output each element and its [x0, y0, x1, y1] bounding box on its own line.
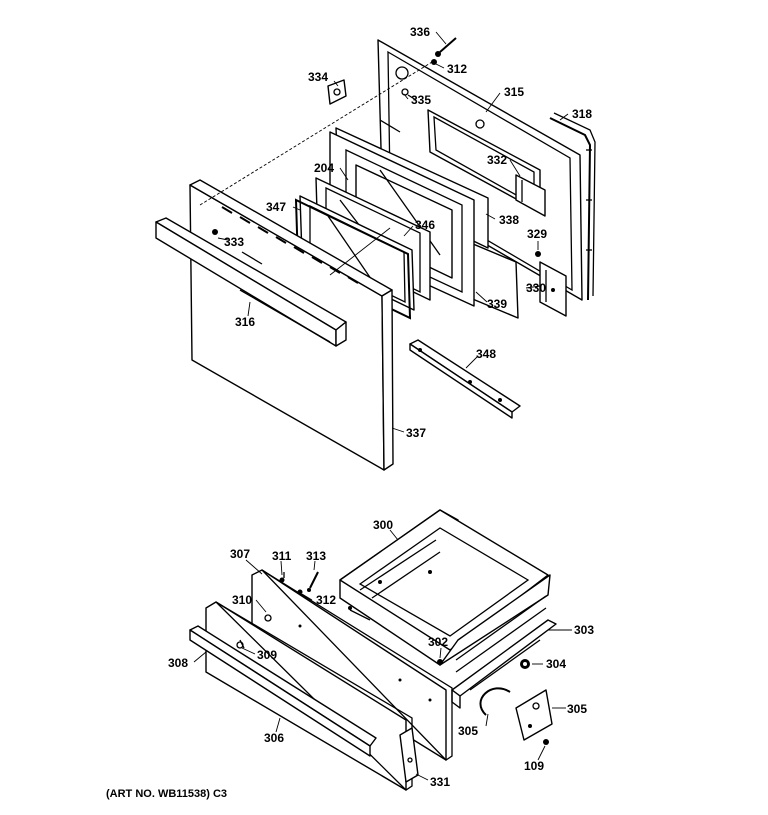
drawer-body	[339, 509, 551, 666]
callout-339: 339	[487, 297, 507, 311]
callout-332: 332	[487, 153, 507, 167]
assembly-guide-lines	[199, 61, 433, 276]
callout-312: 312	[447, 62, 467, 76]
door-inner-liner	[377, 39, 583, 301]
callout-348: 348	[476, 347, 496, 361]
callout-304: 304	[546, 657, 566, 671]
callout-315: 315	[504, 85, 524, 99]
drawer-front-inner	[251, 569, 453, 761]
screw-329-icon	[535, 251, 541, 257]
screw-311-icon	[279, 572, 285, 583]
callout-334: 334	[308, 70, 328, 84]
callout-330: 330	[526, 281, 546, 295]
door-gasket	[549, 112, 596, 301]
callout-307: 307	[230, 547, 250, 561]
hinge-support-bar	[409, 339, 521, 419]
art-number: (ART NO. WB11538) C3	[106, 788, 227, 800]
callout-331: 331	[430, 775, 450, 789]
callout-336: 336	[410, 25, 430, 39]
callout-303: 303	[574, 623, 594, 637]
screw-336-icon	[435, 37, 457, 57]
screw-313-icon	[307, 571, 319, 592]
drawer-slide-rail	[451, 595, 557, 709]
spring-clip	[479, 687, 511, 716]
callout-337: 337	[406, 426, 426, 440]
callout-312-lower: 312	[316, 593, 336, 607]
door-bracket	[515, 174, 546, 217]
upper-leader-lines	[217, 31, 569, 433]
hinge-bracket	[539, 261, 567, 317]
callout-333: 333	[224, 235, 244, 249]
door-handle	[155, 217, 347, 347]
callout-109: 109	[524, 759, 544, 773]
lower-leader-lines	[193, 529, 572, 781]
callout-302: 302	[428, 635, 448, 649]
callout-305-bracket: 305	[567, 702, 587, 716]
callout-329: 329	[527, 227, 547, 241]
screw-109-icon	[543, 739, 549, 745]
callout-338: 338	[499, 213, 519, 227]
callout-300: 300	[373, 518, 393, 532]
vent-slots	[221, 206, 359, 284]
screw-309-icon	[236, 641, 244, 649]
outer-door-panel	[189, 179, 394, 471]
screw-302-icon	[437, 659, 443, 665]
callout-310: 310	[232, 593, 252, 607]
drawer-bracket	[515, 689, 553, 741]
callout-311: 311	[272, 549, 292, 563]
callout-305: 305	[458, 724, 478, 738]
callout-335: 335	[411, 93, 431, 107]
callout-346: 346	[415, 218, 435, 232]
callout-308: 308	[168, 656, 188, 670]
callout-318: 318	[572, 107, 592, 121]
door-clip	[327, 79, 347, 105]
callout-306: 306	[264, 731, 284, 745]
callout-316: 316	[235, 315, 255, 329]
callout-labels: 336 312 334 335 315 318 332 204 338 347 …	[106, 25, 594, 800]
callout-313: 313	[306, 549, 326, 563]
nut-304-icon	[520, 659, 530, 669]
callout-309: 309	[257, 648, 277, 662]
callout-204: 204	[314, 161, 334, 175]
callout-347: 347	[266, 200, 286, 214]
screw-312b-icon	[297, 589, 303, 595]
drawer-handle	[189, 625, 377, 757]
end-cap	[399, 727, 419, 783]
